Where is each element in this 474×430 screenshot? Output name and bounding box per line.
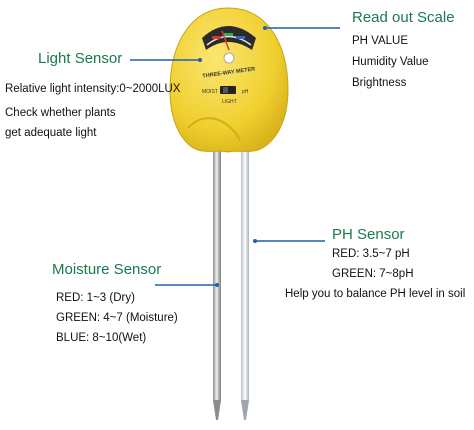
color-band-red bbox=[212, 36, 221, 39]
mode-switch-knob[interactable] bbox=[223, 87, 228, 93]
light-sensor-line-check: Check whether plants bbox=[5, 107, 116, 119]
moisture-probe-tip bbox=[213, 400, 221, 420]
readout-scale-title: Read out Scale bbox=[352, 9, 455, 26]
ph-sensor-line-balance: Help you to balance PH level in soil bbox=[285, 288, 466, 300]
readout-line-ph: PH VALUE bbox=[352, 35, 409, 47]
readout-pointer-dot bbox=[263, 26, 267, 30]
color-band-green bbox=[224, 33, 233, 36]
light-sensor-line-range: Relative light intensity:0~2000LUX bbox=[5, 83, 181, 95]
light-sensor-title: Light Sensor bbox=[38, 50, 123, 67]
moisture-pointer-dot bbox=[215, 283, 219, 287]
meter-ph-label: pH bbox=[242, 89, 249, 95]
meter-badge bbox=[223, 52, 235, 64]
meter-body-seam bbox=[187, 117, 241, 141]
color-band-blue bbox=[236, 36, 245, 39]
meter-moist-label: MOIST bbox=[202, 89, 218, 95]
moisture-sensor-line-red: RED: 1~3 (Dry) bbox=[56, 292, 135, 304]
moisture-probe-rod bbox=[213, 140, 221, 402]
moisture-sensor-line-green: GREEN: 4~7 (Moisture) bbox=[56, 312, 178, 324]
light-sensor-line-adequate: get adequate light bbox=[5, 127, 97, 139]
moisture-sensor-title: Moisture Sensor bbox=[52, 261, 162, 278]
ph-pointer-dot bbox=[253, 239, 257, 243]
ph-sensor-line-red: RED: 3.5~7 pH bbox=[332, 248, 410, 260]
meter-body bbox=[169, 7, 289, 153]
ph-probe-rod bbox=[241, 140, 249, 402]
light-pointer-dot bbox=[198, 58, 202, 62]
ph-probe-tip bbox=[241, 400, 249, 420]
gauge-window bbox=[202, 26, 256, 50]
readout-line-brightness: Brightness bbox=[352, 77, 407, 89]
gauge-needle bbox=[221, 30, 230, 51]
ph-sensor-line-green: GREEN: 7~8pH bbox=[332, 268, 414, 280]
meter-light-label: LIGHT bbox=[222, 99, 237, 105]
gauge-arc bbox=[206, 35, 252, 46]
moisture-sensor-line-blue: BLUE: 8~10(Wet) bbox=[56, 332, 147, 344]
ph-sensor-title: PH Sensor bbox=[332, 226, 405, 243]
readout-line-humidity: Humidity Value bbox=[352, 56, 429, 68]
